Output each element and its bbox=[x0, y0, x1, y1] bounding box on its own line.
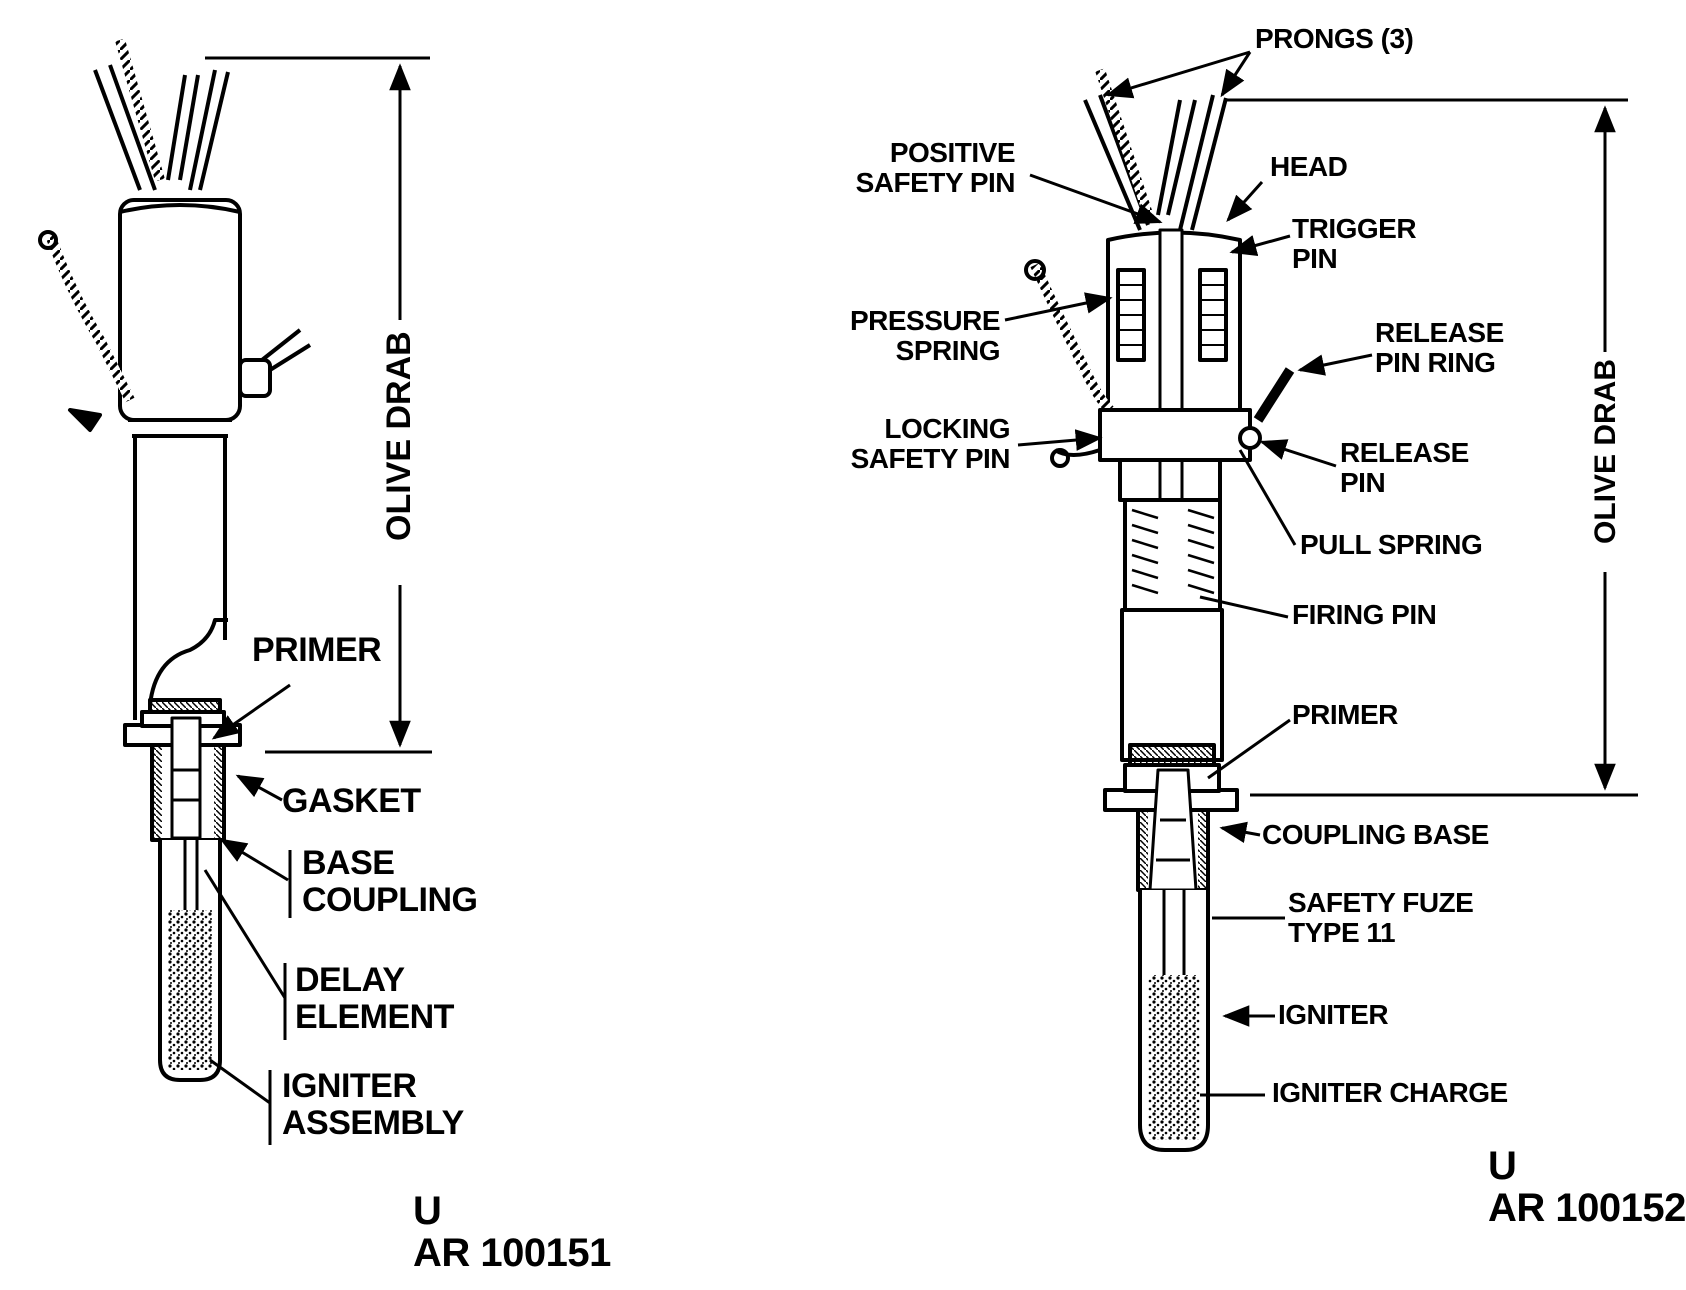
right-igniter-label: IGNITER bbox=[1278, 999, 1389, 1030]
right-positive-safety-pin-label: POSITIVE SAFETY PIN bbox=[855, 137, 1016, 199]
left-igniter-assembly-label: IGNITER ASSEMBLY bbox=[282, 1067, 464, 1142]
right-code-label: U AR 100152 bbox=[1488, 1144, 1686, 1230]
left-gasket-label: GASKET bbox=[282, 782, 421, 820]
left-base-coupling-label: BASE COUPLING bbox=[302, 844, 478, 919]
left-delay-element-label: DELAY ELEMENT bbox=[295, 961, 454, 1036]
right-fuze-drawing bbox=[1024, 68, 1295, 1152]
right-igniter-charge-label: IGNITER CHARGE bbox=[1272, 1077, 1508, 1108]
right-pull-spring-label: PULL SPRING bbox=[1300, 529, 1483, 560]
right-locking-safety-pin-label: LOCKING SAFETY PIN bbox=[850, 413, 1011, 475]
right-prongs-label: PRONGS (3) bbox=[1255, 23, 1414, 54]
right-release-pin-label: RELEASE PIN bbox=[1340, 437, 1469, 499]
right-release-pin-ring-label: RELEASE PIN RING bbox=[1375, 317, 1504, 379]
right-firing-pin-label: FIRING PIN bbox=[1292, 599, 1437, 630]
left-dimension bbox=[205, 56, 432, 754]
right-olive-drab-label: OLIVE DRAB bbox=[1589, 358, 1622, 544]
left-fuze-drawing bbox=[38, 38, 312, 1082]
left-leaders bbox=[203, 683, 292, 1145]
left-olive-drab-label: OLIVE DRAB bbox=[380, 331, 418, 541]
right-primer-label: PRIMER bbox=[1292, 699, 1398, 730]
right-head-label: HEAD bbox=[1270, 151, 1348, 182]
right-trigger-pin-label: TRIGGER PIN bbox=[1292, 213, 1417, 275]
left-code-label: U AR 100151 bbox=[413, 1189, 611, 1275]
right-safety-fuze-label: SAFETY FUZE TYPE 11 bbox=[1288, 887, 1474, 949]
right-pressure-spring-label: PRESSURE SPRING bbox=[849, 305, 1001, 367]
right-dimension bbox=[1225, 98, 1638, 797]
left-primer-label: PRIMER bbox=[252, 631, 382, 669]
right-coupling-base-label: COUPLING BASE bbox=[1262, 819, 1489, 850]
right-leaders bbox=[1004, 50, 1373, 1097]
